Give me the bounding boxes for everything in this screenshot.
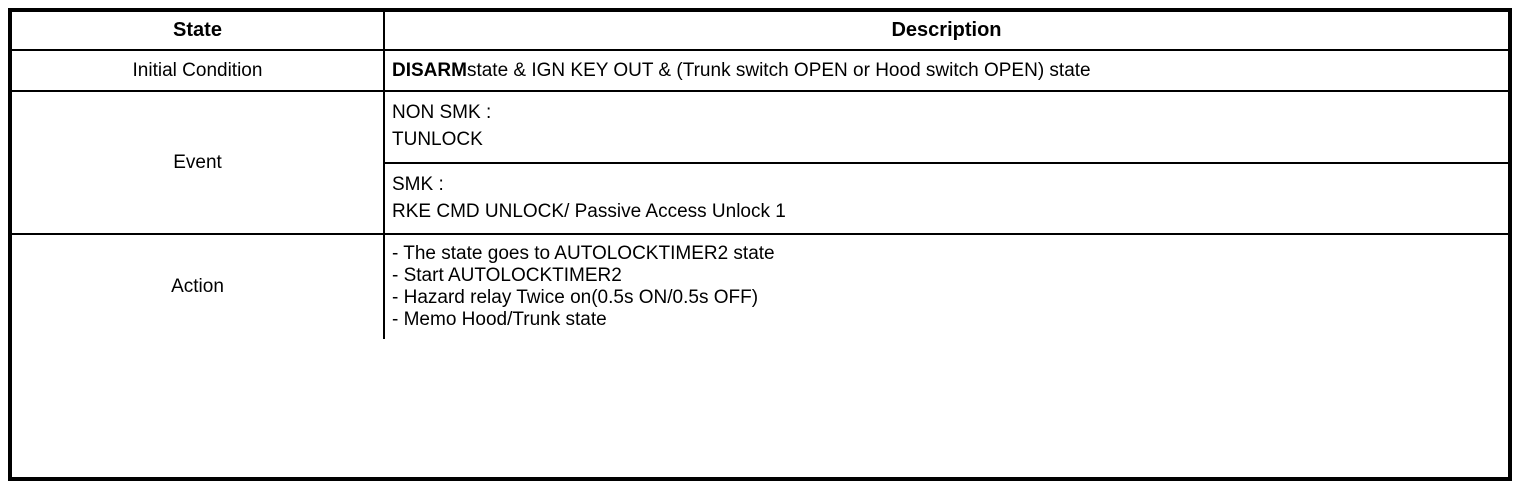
table-header-row: State Description xyxy=(12,12,1508,49)
event-subrow-smk: SMK : RKE CMD UNLOCK/ Passive Access Unl… xyxy=(385,161,1508,234)
action-label: Action xyxy=(171,276,224,297)
row-event: Event NON SMK : TUNLOCK SMK : RKE CMD UN… xyxy=(12,90,1508,233)
row-initial-condition: Initial Condition DISARMstate & IGN KEY … xyxy=(12,49,1508,90)
initial-condition-rest-text: state & IGN KEY OUT & (Trunk switch OPEN… xyxy=(466,59,1091,81)
row-action: Action - The state goes to AUTOLOCKTIMER… xyxy=(12,233,1508,339)
header-state: State xyxy=(173,19,222,41)
event-smk-line2: RKE CMD UNLOCK/ Passive Access Unlock 1 xyxy=(392,200,786,222)
action-item-3: - Hazard relay Twice on(0.5s ON/0.5s OFF… xyxy=(392,287,759,308)
initial-condition-desc-text: DISARMstate & IGN KEY OUT & (Trunk switc… xyxy=(392,60,1091,82)
disarm-bold-text: DISARM xyxy=(392,59,467,81)
event-smk-line1: SMK : xyxy=(392,173,444,195)
header-description: Description xyxy=(383,12,1508,49)
event-non-smk-line2: TUNLOCK xyxy=(392,129,483,150)
action-item-4: - Memo Hood/Trunk state xyxy=(392,309,607,330)
initial-condition-description: DISARMstate & IGN KEY OUT & (Trunk switc… xyxy=(383,51,1508,90)
state-description-table: State Description Initial Condition DISA… xyxy=(8,8,1512,481)
initial-condition-label: Initial Condition xyxy=(132,59,263,81)
event-subrow-non-smk: NON SMK : TUNLOCK xyxy=(385,92,1508,162)
action-item-2: - Start AUTOLOCKTIMER2 xyxy=(392,265,622,286)
event-non-smk-line1: NON SMK : xyxy=(392,102,492,123)
event-label: Event xyxy=(173,151,222,173)
action-description: - The state goes to AUTOLOCKTIMER2 state… xyxy=(383,235,1508,339)
event-description-stack: NON SMK : TUNLOCK SMK : RKE CMD UNLOCK/ … xyxy=(383,92,1508,233)
action-item-1: - The state goes to AUTOLOCKTIMER2 state xyxy=(392,243,775,264)
